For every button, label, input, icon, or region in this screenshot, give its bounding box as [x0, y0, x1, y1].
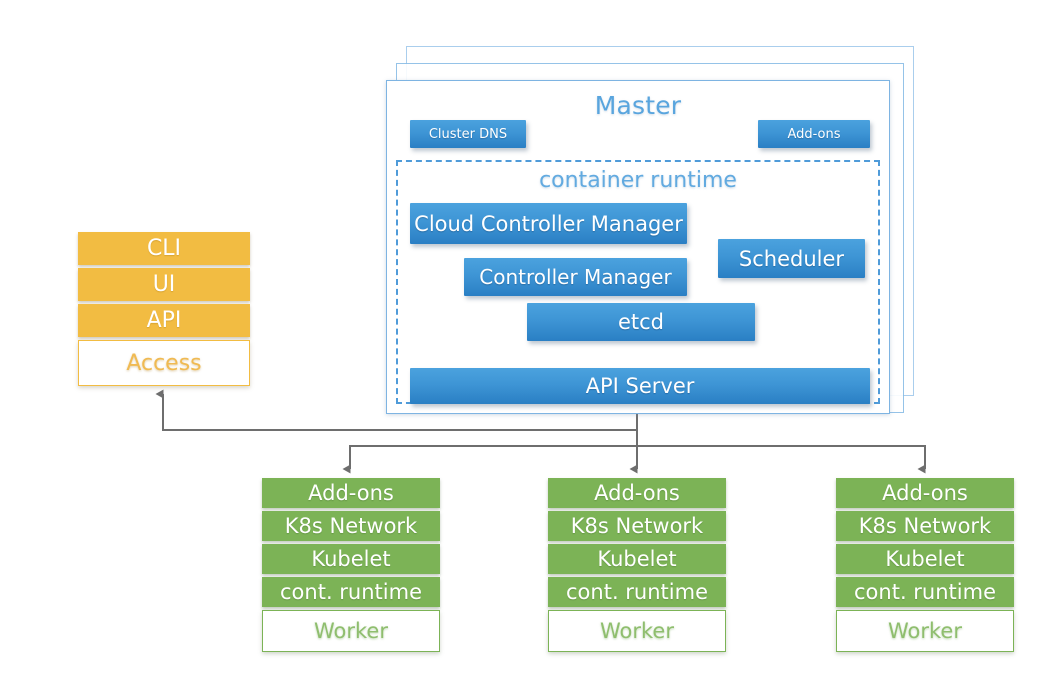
component-cloud-controller-manager[interactable]: Cloud Controller Manager [410, 203, 687, 244]
access-item-cli[interactable]: CLI [78, 232, 250, 265]
component-api-server[interactable]: API Server [410, 368, 870, 404]
wire-apiserver-to-worker3 [637, 445, 926, 474]
component-controller-manager[interactable]: Controller Manager [464, 258, 687, 296]
component-etcd[interactable]: etcd [527, 303, 755, 341]
worker-node-1: Add-ons K8s Network Kubelet cont. runtim… [262, 478, 440, 654]
chip-cluster-dns[interactable]: Cluster DNS [410, 120, 526, 148]
worker1-layer-kubelet[interactable]: Kubelet [262, 544, 440, 574]
access-stack: CLI UI API Access [78, 232, 250, 394]
worker2-layer-kubelet[interactable]: Kubelet [548, 544, 726, 574]
worker3-layer-kubelet[interactable]: Kubelet [836, 544, 1014, 574]
worker1-layer-cont-runtime[interactable]: cont. runtime [262, 577, 440, 607]
component-scheduler[interactable]: Scheduler [718, 239, 865, 278]
worker3-layer-cont-runtime[interactable]: cont. runtime [836, 577, 1014, 607]
worker1-footer-label: Worker [262, 610, 440, 652]
master-title: Master [594, 91, 682, 120]
worker3-footer-label: Worker [836, 610, 1014, 652]
worker-node-3: Add-ons K8s Network Kubelet cont. runtim… [836, 478, 1014, 654]
worker-node-2: Add-ons K8s Network Kubelet cont. runtim… [548, 478, 726, 654]
access-item-api[interactable]: API [78, 304, 250, 337]
worker1-layer-k8s-network[interactable]: K8s Network [262, 511, 440, 541]
access-item-ui[interactable]: UI [78, 268, 250, 301]
access-footer-label: Access [78, 340, 250, 386]
worker1-layer-add-ons[interactable]: Add-ons [262, 478, 440, 508]
wire-apiserver-to-worker1 [342, 445, 637, 474]
worker3-layer-add-ons[interactable]: Add-ons [836, 478, 1014, 508]
worker2-layer-k8s-network[interactable]: K8s Network [548, 511, 726, 541]
chip-add-ons[interactable]: Add-ons [758, 120, 870, 148]
worker2-footer-label: Worker [548, 610, 726, 652]
worker3-layer-k8s-network[interactable]: K8s Network [836, 511, 1014, 541]
worker2-layer-add-ons[interactable]: Add-ons [548, 478, 726, 508]
worker2-layer-cont-runtime[interactable]: cont. runtime [548, 577, 726, 607]
container-runtime-title: container runtime [539, 168, 737, 193]
